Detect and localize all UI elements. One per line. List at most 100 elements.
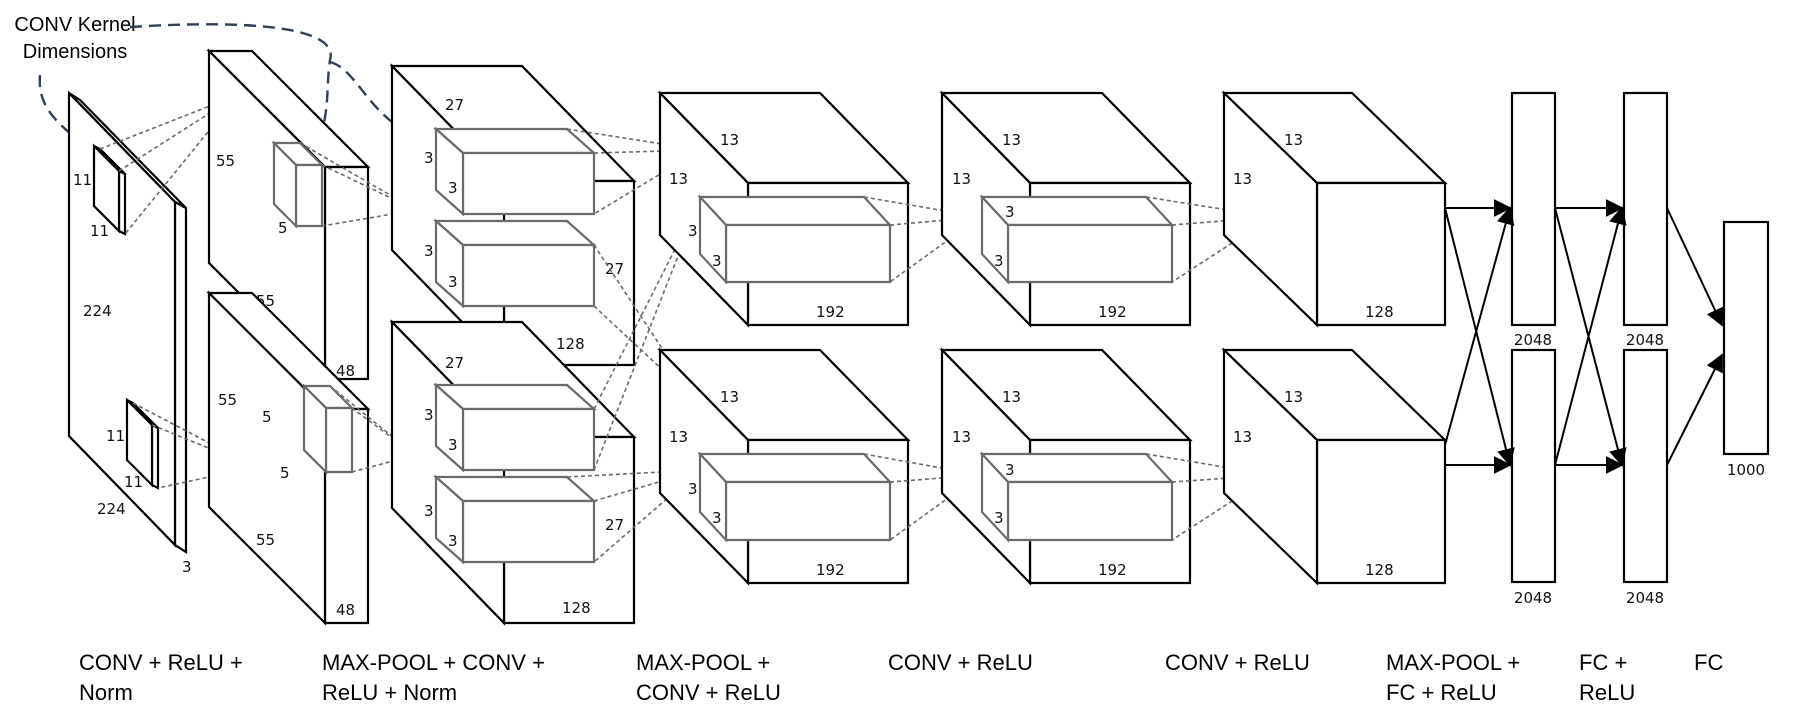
layer5-bottom-depth: 128 bbox=[1365, 561, 1394, 579]
fc-layers: 2048 2048 2048 2048 1000 bbox=[1510, 91, 1770, 607]
layer2-top-depth: 128 bbox=[556, 335, 585, 353]
fc8-output bbox=[1722, 220, 1770, 456]
layer1-bottom-height: 55 bbox=[218, 391, 237, 409]
layer2-bottom-k2-b: 3 bbox=[448, 532, 458, 550]
layer3-bottom-height: 13 bbox=[720, 388, 739, 406]
layer3-bottom-kernel-a: 3 bbox=[688, 480, 698, 498]
layer2-top-k1-b: 3 bbox=[448, 179, 458, 197]
layer5-bottom-width: 13 bbox=[1233, 428, 1252, 446]
input-kernel-top-front bbox=[92, 143, 121, 234]
stage1-line2: Norm bbox=[79, 680, 133, 705]
layer1-top-depth: 48 bbox=[336, 362, 355, 380]
input-channels-label: 3 bbox=[182, 558, 192, 576]
stage6-line2: FC + ReLU bbox=[1386, 680, 1497, 705]
layer3-top-kernel-b: 3 bbox=[712, 252, 722, 270]
layer1-top-height: 55 bbox=[216, 152, 235, 170]
layer1-bottom-depth: 48 bbox=[336, 601, 355, 619]
layer4-top-kernel-a: 3 bbox=[1005, 203, 1015, 221]
layer1-bottom-kernel-label-a: 5 bbox=[262, 408, 272, 426]
callout-arrow-input bbox=[38, 74, 86, 146]
layer3-top-kernel bbox=[697, 195, 893, 227]
layer2-bottom-k1-b: 3 bbox=[448, 436, 458, 454]
stage5-line1: CONV + ReLU bbox=[1165, 650, 1310, 675]
stage4-line1: CONV + ReLU bbox=[888, 650, 1033, 675]
callout-arrow-layer1 bbox=[129, 23, 332, 144]
layer2-bottom-k2-a: 3 bbox=[424, 502, 434, 520]
layer5-top-height: 13 bbox=[1284, 131, 1303, 149]
input-width-label: 224 bbox=[97, 500, 126, 518]
layer4-bottom-volume: 13 13 3 3 192 bbox=[939, 347, 1193, 586]
input-kernel-bottom-label-a: 11 bbox=[106, 427, 125, 445]
stage7-line2: ReLU bbox=[1579, 680, 1635, 705]
kernel-dimensions-callout: CONV Kernel Dimensions bbox=[14, 14, 432, 146]
layer3-top-width: 13 bbox=[669, 170, 688, 188]
layer2-top-width: 27 bbox=[605, 260, 624, 278]
fc6-bottom-label: 2048 bbox=[1514, 589, 1552, 607]
layer1-top-kernel-label: 5 bbox=[278, 219, 288, 237]
fc7-top bbox=[1622, 91, 1669, 327]
layer4-bottom-height: 13 bbox=[1002, 388, 1021, 406]
fc6-top-label: 2048 bbox=[1514, 331, 1552, 349]
stage1-line1: CONV + ReLU + bbox=[79, 650, 243, 675]
layer2-bottom-volume: 27 3 3 3 3 27 128 bbox=[389, 319, 637, 626]
layer3-bottom-kernel-b: 3 bbox=[712, 509, 722, 527]
layer3-top-volume: 13 13 3 3 192 bbox=[657, 90, 911, 328]
stage3-line2: CONV + ReLU bbox=[636, 680, 781, 705]
stage6-line1: MAX-POOL + bbox=[1386, 650, 1520, 675]
layer3-bottom-kernel bbox=[697, 452, 893, 484]
stage-labels: CONV + ReLU + Norm MAX-POOL + CONV + ReL… bbox=[79, 650, 1723, 705]
layer1-bottom-volume: 55 55 48 5 5 bbox=[206, 290, 371, 626]
input-kernel-bottom-front bbox=[125, 397, 154, 488]
layer4-bottom-kernel-a: 3 bbox=[1005, 461, 1015, 479]
layer2-bottom-width: 27 bbox=[605, 516, 624, 534]
layer5-top-volume: 13 13 128 bbox=[1221, 90, 1448, 328]
input-right-face bbox=[173, 200, 188, 555]
callout-line1: CONV Kernel bbox=[14, 14, 135, 36]
layer3-to-layer4-connectors bbox=[863, 196, 983, 541]
layer5-top-width: 13 bbox=[1233, 170, 1252, 188]
callout-line2: Dimensions bbox=[23, 41, 127, 63]
layer2-top-height: 27 bbox=[445, 96, 464, 114]
stage8-line1: FC bbox=[1694, 650, 1723, 675]
output-label: 1000 bbox=[1727, 461, 1765, 479]
layer3-bottom-depth: 192 bbox=[816, 561, 845, 579]
layer3-top-depth: 192 bbox=[816, 303, 845, 321]
layer4-bottom-width: 13 bbox=[952, 428, 971, 446]
input-image: 11 11 11 11 224 224 3 bbox=[67, 90, 192, 576]
layer5-bottom-volume: 13 13 128 bbox=[1221, 347, 1448, 586]
input-height-label: 224 bbox=[83, 302, 112, 320]
layer5-bottom-height: 13 bbox=[1284, 388, 1303, 406]
layer2-bottom-height: 27 bbox=[445, 354, 464, 372]
stage2-line2: ReLU + Norm bbox=[322, 680, 457, 705]
stage3-line1: MAX-POOL + bbox=[636, 650, 770, 675]
fc6-top bbox=[1510, 91, 1557, 327]
layer2-bottom-depth: 128 bbox=[562, 599, 591, 617]
layer2-bottom-k1-a: 3 bbox=[424, 406, 434, 424]
layer2-top-k2-b: 3 bbox=[448, 273, 458, 291]
fc7-top-label: 2048 bbox=[1626, 331, 1664, 349]
stage2-line1: MAX-POOL + CONV + bbox=[322, 650, 545, 675]
layer4-bottom-kernel-b: 3 bbox=[994, 509, 1004, 527]
layer2-top-volume: 27 3 3 3 3 27 128 bbox=[389, 63, 637, 368]
input-kernel-bottom-label-b: 11 bbox=[124, 473, 143, 491]
layer1-bottom-kernel-label-b: 5 bbox=[280, 464, 290, 482]
layer4-top-width: 13 bbox=[952, 170, 971, 188]
layer3-top-kernel-a: 3 bbox=[688, 222, 698, 240]
callout-arrow-layer2 bbox=[329, 60, 432, 144]
input-kernel-top-label-b: 11 bbox=[90, 222, 109, 240]
stage7-line1: FC + bbox=[1579, 650, 1627, 675]
layer4-top-height: 13 bbox=[1002, 131, 1021, 149]
layer3-bottom-width: 13 bbox=[669, 428, 688, 446]
fc7-bottom bbox=[1622, 348, 1669, 584]
input-kernel-top-label-a: 11 bbox=[73, 171, 92, 189]
layer2-top-k2-a: 3 bbox=[424, 242, 434, 260]
layer1-bottom-width: 55 bbox=[256, 531, 275, 549]
fc6-bottom bbox=[1510, 348, 1557, 584]
fc7-bottom-label: 2048 bbox=[1626, 589, 1664, 607]
layer3-top-height: 13 bbox=[720, 131, 739, 149]
fc-arrows bbox=[1444, 199, 1724, 474]
layer4-top-volume: 13 13 3 3 192 bbox=[939, 90, 1193, 328]
layer4-top-depth: 192 bbox=[1098, 303, 1127, 321]
layer2-top-k1-a: 3 bbox=[424, 149, 434, 167]
